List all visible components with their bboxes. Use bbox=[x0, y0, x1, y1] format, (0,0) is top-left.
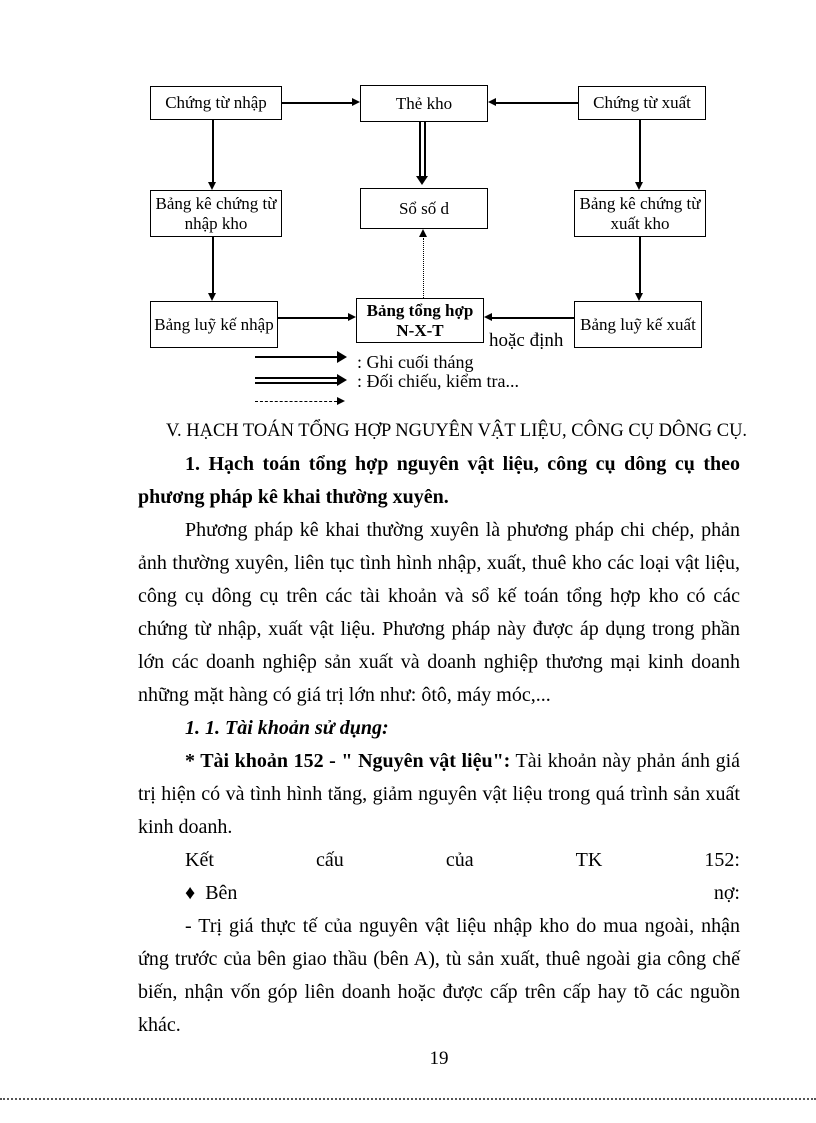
ket-cau-word: Kết bbox=[185, 849, 214, 871]
sub-heading: 1. Hạch toán tổng hợp nguyên vật liệu, c… bbox=[138, 453, 740, 508]
diamond-bullet-icon: ♦ bbox=[185, 882, 196, 904]
flow-box-bang-luy-ke-nhap: Bảng luỹ kế nhập bbox=[150, 301, 278, 348]
ben-no-left-text: Bên bbox=[205, 882, 238, 904]
section-heading: V. HẠCH TOÁN TỔNG HỢP NGUYÊN VẬT LIỆU, C… bbox=[166, 421, 748, 441]
flow-box-bang-luy-ke-xuat: Bảng luỹ kế xuất bbox=[574, 301, 702, 348]
document-body: V. HẠCH TOÁN TỔNG HỢP NGUYÊN VẬT LIỆU, C… bbox=[138, 414, 748, 1042]
flow-box-bang-tong-hop-nxt: Bảng tổng hợp N-X-T bbox=[356, 298, 484, 343]
ket-cau-word: 152: bbox=[704, 849, 740, 871]
ben-no-left: ♦ Bên bbox=[185, 877, 237, 910]
legend-label-ghi-cuoi-thang: : Ghi cuối tháng bbox=[357, 352, 474, 372]
inventory-accounting-flowchart: Chứng từ nhập Thẻ kho Chứng từ xuất Bảng… bbox=[0, 0, 816, 412]
sub-sub-heading-tai-khoan-su-dung: 1. 1. Tài khoản sử dụng: bbox=[185, 717, 389, 739]
flow-box-bang-ke-xuat: Bảng kê chứng từ xuất kho bbox=[574, 190, 706, 237]
ben-no-right-text: nợ: bbox=[713, 882, 740, 904]
paragraph-ke-khai-thuong-xuyen: Phương pháp kê khai thường xuyên là phươ… bbox=[138, 519, 740, 706]
ket-cau-word: của bbox=[445, 849, 474, 871]
ket-cau-word: TK bbox=[575, 849, 603, 871]
flow-box-the-kho: Thẻ kho bbox=[360, 85, 488, 122]
flow-box-so-so-d: Sổ số d bbox=[360, 188, 488, 229]
line-ket-cau-tk152: Kết cấu của TK 152: bbox=[138, 844, 740, 877]
footer-dotted-rule bbox=[0, 1098, 816, 1100]
flowchart-note: hoặc định bbox=[489, 330, 564, 351]
paragraph-tri-gia-thuc-te: - Trị giá thực tế của nguyên vật liệu nh… bbox=[138, 915, 740, 1036]
flow-box-chung-tu-xuat: Chứng từ xuất bbox=[578, 86, 706, 120]
tk152-bold-lead: * Tài khoản 152 - " Nguyên vật liệu": bbox=[185, 750, 511, 772]
paragraph-tk152: * Tài khoản 152 - " Nguyên vật liệu": Tà… bbox=[138, 745, 740, 844]
tk152-rest: Tài khoản này phản ánh giá trị hiện có v… bbox=[138, 750, 740, 838]
page-number: 19 bbox=[429, 1048, 449, 1069]
flow-box-chung-tu-nhap: Chứng từ nhập bbox=[150, 86, 282, 120]
line-ben-no: ♦ Bên nợ: bbox=[138, 877, 740, 910]
flow-box-bang-ke-nhap: Bảng kê chứng từ nhập kho bbox=[150, 190, 282, 237]
legend-label-doi-chieu: : Đối chiếu, kiểm tra... bbox=[357, 371, 519, 391]
ket-cau-word: cấu bbox=[315, 849, 344, 871]
